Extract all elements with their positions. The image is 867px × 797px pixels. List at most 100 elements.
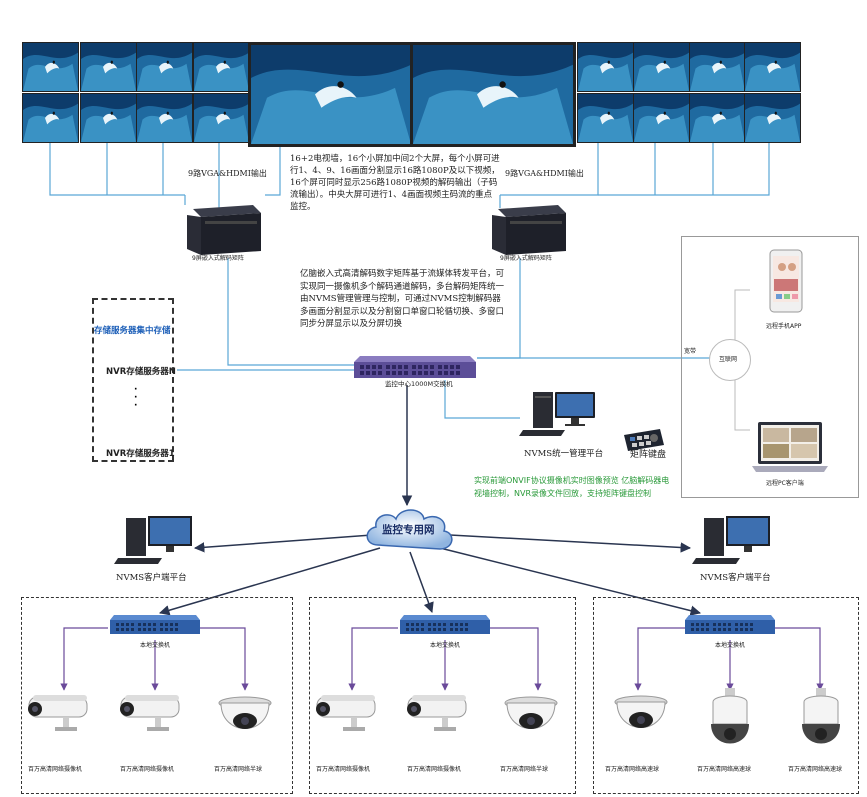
nvms-management-computer xyxy=(515,388,600,440)
decoder-left-label: 9屏嵌入式解码矩阵 xyxy=(192,255,244,262)
bullet-camera-icon xyxy=(316,695,376,731)
bullet-camera-icon xyxy=(120,695,180,731)
switch-icon xyxy=(400,615,490,634)
camera xyxy=(608,692,674,748)
site-switch-2 xyxy=(398,613,492,639)
wall-screen-small xyxy=(22,93,79,143)
nvms-client-left xyxy=(112,512,197,567)
desktop-computer-icon xyxy=(519,392,595,436)
network-label: 监控专用网 xyxy=(382,524,435,536)
wall-screen-small xyxy=(744,42,801,92)
wall-screen-large xyxy=(410,42,576,147)
camera-label: 百万高清网络半球 xyxy=(500,766,549,773)
client-left-label: NVMS客户端平台 xyxy=(116,573,187,583)
wall-screen-small xyxy=(136,42,193,92)
internet-label: 互联网 xyxy=(719,356,738,363)
camera-label: 百万高清网络摄像机 xyxy=(120,766,175,773)
internet-panel xyxy=(681,236,859,498)
surf-screen-image xyxy=(137,94,192,142)
wall-screen-small xyxy=(633,93,690,143)
camera xyxy=(212,693,278,749)
video-wall-description: 16+2电视墙，16个小屏加中间2个大屏，每个小屏可进行1、4、9、16画面分割… xyxy=(290,154,500,212)
surf-screen-image xyxy=(251,45,411,144)
speed-dome-icon xyxy=(711,688,749,744)
core-switch xyxy=(352,354,478,384)
desktop-computer-icon xyxy=(114,516,192,564)
switch-icon xyxy=(685,615,775,634)
core-switch-icon xyxy=(354,356,476,378)
switch-icon xyxy=(110,615,200,634)
camera xyxy=(117,693,183,749)
surf-screen-image xyxy=(23,43,78,91)
wall-screen-small xyxy=(193,93,250,143)
surf-screen-image xyxy=(578,94,633,142)
camera-label: 百万高清网络半球 xyxy=(214,766,263,773)
pc-client-laptop xyxy=(750,420,830,475)
laptop-icon xyxy=(752,422,828,472)
site-group-3 xyxy=(593,597,859,794)
cloud-icon xyxy=(366,509,453,550)
matrix-description: 亿脑嵌入式高清解码数字矩阵基于流媒体转发平台，可实现同一摄像机多个解码通道解码，… xyxy=(300,269,505,329)
camera-label: 百万高清网络高速球 xyxy=(697,766,752,773)
site-1-switch-label: 本地交换机 xyxy=(140,642,171,649)
wall-screen-large xyxy=(248,42,414,147)
storage-server-n: NVR存储服务器N xyxy=(106,367,176,377)
site-2-switch-label: 本地交换机 xyxy=(430,642,461,649)
internet-node xyxy=(709,339,751,381)
camera xyxy=(313,693,379,749)
surf-screen-image xyxy=(745,43,800,91)
wall-screen-small xyxy=(744,93,801,143)
dome-camera-icon xyxy=(504,696,558,729)
camera xyxy=(498,693,564,749)
site-switch-1 xyxy=(108,613,202,639)
storage-title: 存储服务器集中存储 xyxy=(94,326,171,336)
surf-screen-image xyxy=(23,94,78,142)
camera-label: 百万高清网络摄像机 xyxy=(407,766,462,773)
mobile-app-label: 远程手机APP xyxy=(766,323,802,330)
decoder-box-icon xyxy=(187,205,261,255)
wall-screen-small xyxy=(80,42,137,92)
keyboard-label: 矩阵键盘 xyxy=(630,450,667,460)
nvms-client-right xyxy=(690,512,775,567)
desktop-computer-icon xyxy=(692,516,770,564)
decoder-right xyxy=(488,203,568,259)
surf-screen-image xyxy=(634,94,689,142)
wall-screen-small xyxy=(633,42,690,92)
matrix-keyboard xyxy=(620,425,664,453)
bullet-camera-icon xyxy=(28,695,88,731)
surf-screen-image xyxy=(690,43,745,91)
surf-screen-image xyxy=(634,43,689,91)
surf-screen-image xyxy=(137,43,192,91)
site-3-switch-label: 本地交换机 xyxy=(715,642,746,649)
client-right-label: NVMS客户端平台 xyxy=(700,573,771,583)
dome-camera-icon xyxy=(614,695,668,728)
pc-client-label: 远程PC客户端 xyxy=(766,480,804,487)
phone-app xyxy=(768,249,804,313)
wall-screen-small xyxy=(577,93,634,143)
speed-dome-icon xyxy=(802,688,840,744)
nvms-platform-label: NVMS统一管理平台 xyxy=(524,449,604,459)
decoder-left xyxy=(183,203,263,259)
wall-screen-small xyxy=(689,42,746,92)
bullet-camera-icon xyxy=(407,695,467,731)
surf-screen-image xyxy=(578,43,633,91)
surf-screen-image xyxy=(690,94,745,142)
camera-label: 百万高清网络摄像机 xyxy=(28,766,83,773)
surf-screen-image xyxy=(413,45,573,144)
keyboard-icon xyxy=(624,429,664,451)
camera-label: 百万高清网络高速球 xyxy=(605,766,660,773)
decoder-box-icon xyxy=(492,205,566,255)
site-switch-3 xyxy=(683,613,777,639)
camera xyxy=(25,693,91,749)
camera-label: 百万高清网络摄像机 xyxy=(316,766,371,773)
surf-screen-image xyxy=(194,43,249,91)
camera xyxy=(404,693,470,749)
wall-screen-small xyxy=(689,93,746,143)
camera xyxy=(705,688,755,758)
private-network-cloud xyxy=(360,505,458,557)
dome-camera-icon xyxy=(218,696,272,729)
decoder-right-label: 9屏嵌入式解码矩阵 xyxy=(500,255,552,262)
phone-app-icon xyxy=(769,249,803,313)
